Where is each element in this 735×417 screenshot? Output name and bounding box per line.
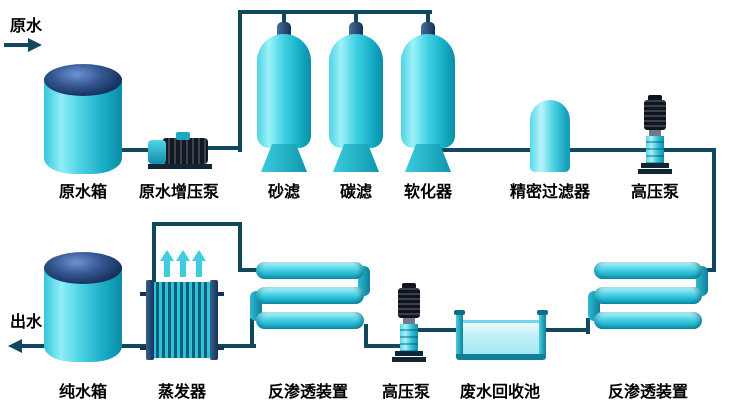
pipe-evaporator-feed bbox=[152, 222, 156, 284]
ro-unit-left bbox=[250, 262, 370, 329]
pump-stage-column bbox=[400, 324, 418, 351]
pump-baseplate bbox=[148, 164, 212, 169]
inlet-label: 原水 bbox=[10, 16, 43, 35]
pipe-top-header bbox=[238, 10, 432, 14]
pipe-riser-left bbox=[238, 10, 242, 152]
pipe-booster-discharge bbox=[200, 146, 242, 150]
vapor-arrow-icon bbox=[192, 250, 206, 280]
precision-filter bbox=[530, 100, 570, 172]
pump-baseplate bbox=[638, 169, 672, 174]
pipe-pool-outlet bbox=[418, 328, 458, 332]
pool-wall bbox=[456, 312, 463, 356]
pool-rim bbox=[537, 310, 548, 315]
pool-water bbox=[462, 320, 540, 357]
tank-dome bbox=[44, 64, 122, 96]
pipe-ro-right-outlet bbox=[586, 318, 590, 334]
pipe-ro-left-outlet-stub bbox=[240, 268, 260, 272]
cartridge-housing bbox=[530, 100, 570, 172]
inlet-flow-arrow-icon bbox=[28, 38, 42, 52]
pump-motor bbox=[398, 288, 420, 318]
label-carbon-filter: 碳滤 bbox=[339, 182, 372, 201]
pipe-pool-inlet bbox=[544, 328, 590, 332]
pure-water-tank bbox=[44, 252, 122, 362]
pipe-inlet bbox=[4, 43, 30, 47]
softener bbox=[401, 22, 455, 172]
vessel-skirt bbox=[333, 144, 379, 172]
ro-unit-right bbox=[588, 262, 708, 329]
pump-coupling bbox=[649, 130, 661, 136]
pipe-permeate-riser bbox=[238, 222, 242, 272]
ro-membrane-housing bbox=[594, 262, 702, 279]
evaporator-end-plate bbox=[146, 280, 154, 360]
evaporator-end-plate bbox=[210, 280, 218, 360]
ro-membrane-housing bbox=[256, 287, 364, 304]
pump-baseplate bbox=[392, 357, 426, 362]
label-high-pressure-pump-bottom: 高压泵 bbox=[381, 382, 430, 401]
label-high-pressure-pump-top: 高压泵 bbox=[630, 182, 679, 201]
label-ro-unit-left: 反渗透装置 bbox=[268, 382, 349, 401]
ro-membrane-housing bbox=[256, 262, 364, 279]
vapor-arrow-icon bbox=[160, 250, 174, 280]
wastewater-recovery-pool bbox=[454, 310, 548, 360]
pipe-ro-right-feed-stub bbox=[700, 268, 716, 272]
pool-floor bbox=[456, 354, 546, 360]
pump-motor bbox=[644, 100, 666, 130]
label-wastewater-recovery-pool: 废水回收池 bbox=[460, 382, 541, 401]
outlet-flow-arrow-icon bbox=[8, 339, 22, 353]
ro-membrane-housing bbox=[594, 312, 702, 329]
pump-flange bbox=[395, 351, 423, 356]
pipe-ro-left-feed-stub bbox=[364, 324, 368, 348]
label-sand-filter: 砂滤 bbox=[267, 182, 300, 201]
pump-stage-column bbox=[646, 136, 664, 163]
vessel-skirt bbox=[261, 144, 307, 172]
pump-terminal-box bbox=[176, 132, 190, 140]
sand-filter bbox=[257, 22, 311, 172]
pump-head bbox=[148, 140, 166, 164]
label-booster-pump: 原水增压泵 bbox=[138, 182, 219, 201]
pump-coupling bbox=[403, 318, 415, 324]
pump-fan-cover bbox=[648, 95, 662, 101]
pump-flange bbox=[641, 163, 669, 168]
label-pure-water-tank: 纯水箱 bbox=[58, 382, 107, 401]
evaporator-plate-stack bbox=[153, 282, 211, 358]
pipe-process-line bbox=[428, 148, 716, 152]
ro-membrane-housing bbox=[594, 287, 702, 304]
outlet-label: 出水 bbox=[10, 312, 43, 331]
pipe-riser-right bbox=[712, 148, 716, 272]
label-ro-unit-right: 反渗透装置 bbox=[608, 382, 689, 401]
pipe-ro-left-drain bbox=[250, 318, 254, 348]
high-pressure-pump-bottom bbox=[392, 283, 426, 362]
pipe-permeate-header bbox=[152, 222, 242, 226]
pipe-pump-to-ro-left bbox=[364, 344, 400, 348]
pump-motor bbox=[162, 138, 208, 164]
vessel-shell bbox=[401, 34, 455, 148]
label-evaporator: 蒸发器 bbox=[157, 382, 206, 401]
raw-water-tank bbox=[44, 64, 122, 174]
label-softener: 软化器 bbox=[403, 182, 452, 201]
booster-pump bbox=[146, 132, 216, 170]
ro-membrane-housing bbox=[256, 312, 364, 329]
vessel-skirt bbox=[405, 144, 451, 172]
pool-wall bbox=[539, 312, 546, 356]
vessel-shell bbox=[257, 34, 311, 148]
tank-dome bbox=[44, 252, 122, 284]
pool-rim bbox=[454, 310, 465, 315]
pump-fan-cover bbox=[402, 283, 416, 289]
vapor-arrow-icon bbox=[176, 250, 190, 280]
evaporator bbox=[140, 250, 224, 360]
label-raw-water-tank: 原水箱 bbox=[58, 182, 107, 201]
high-pressure-pump-top bbox=[638, 95, 672, 174]
pipe-product-line bbox=[22, 344, 256, 348]
vessel-shell bbox=[329, 34, 383, 148]
pipe-tank-outlet bbox=[118, 148, 158, 152]
carbon-filter bbox=[329, 22, 383, 172]
label-precision-filter: 精密过滤器 bbox=[509, 182, 590, 201]
